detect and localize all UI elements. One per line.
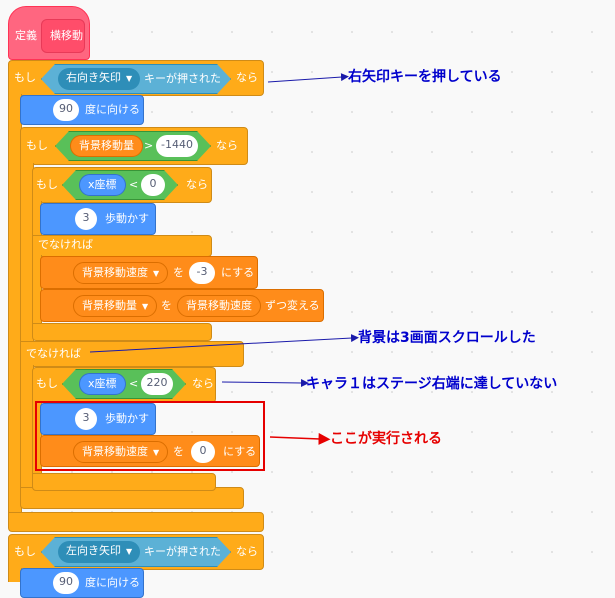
if4-nara: なら — [192, 377, 214, 390]
greater-than-condition[interactable]: 背景移動量 > -1440 — [55, 131, 211, 161]
var-reporter-bg-amount[interactable]: 背景移動量 — [70, 135, 143, 157]
key-pressed-condition[interactable]: 左向き矢印 ▼ キーが押された — [41, 537, 231, 567]
direction-input[interactable]: 90 — [53, 99, 79, 121]
lt-operator: < — [129, 178, 139, 191]
highlight-box — [35, 401, 265, 471]
if1-nara: なら — [236, 71, 258, 84]
x-limit-input[interactable]: 0 — [141, 174, 165, 196]
threshold-input[interactable]: -1440 — [156, 135, 198, 157]
set-var-name: 背景移動速度 — [82, 266, 148, 279]
if1-bottom — [8, 512, 264, 532]
else2-label: でなければ — [26, 347, 81, 360]
var-reporter-label: 背景移動量 — [79, 139, 134, 152]
lt-operator: < — [129, 377, 139, 390]
define-prototype: 横移動 — [41, 19, 85, 53]
move-label: 歩動かす — [105, 412, 149, 425]
set-var-name: 背景移動速度 — [82, 445, 148, 458]
if1-moshi: もし — [14, 71, 36, 84]
point-in-direction-block[interactable]: 90 度に向ける — [20, 95, 144, 125]
set-value-input[interactable]: -3 — [189, 262, 215, 284]
key-pressed-label: キーが押された — [144, 72, 221, 85]
if3-else-label: でなければ — [38, 238, 93, 251]
set-var-menu[interactable]: 背景移動速度 ▼ — [73, 441, 169, 463]
set-suffix: にする — [223, 445, 257, 458]
x-position-reporter[interactable]: x座標 — [79, 174, 126, 196]
annotation-executed: ここが実行される — [330, 431, 442, 447]
key-menu[interactable]: 左向き矢印 ▼ — [58, 541, 140, 563]
annotation-not-edge: キャラ１はステージ右端に達していない — [306, 376, 558, 392]
set-var-menu[interactable]: 背景移動速度 ▼ — [73, 262, 169, 284]
change-var-menu[interactable]: 背景移動量 ▼ — [73, 295, 158, 317]
define-block[interactable]: 定義 横移動 — [8, 6, 90, 60]
arrow-scrolled — [89, 334, 359, 353]
change-variable-block[interactable]: 背景移動量 ▼ を 背景移動速度 ずつ変える — [40, 289, 324, 322]
if5-nara: なら — [236, 545, 258, 558]
arrow-right-arrow — [267, 73, 349, 83]
change-suffix: ずつ変える — [265, 299, 320, 312]
point-label: 度に向ける — [85, 103, 140, 116]
change-wo: を — [161, 299, 172, 312]
key-menu[interactable]: 右向き矢印 ▼ — [58, 68, 140, 90]
if3-bottom — [32, 323, 212, 341]
if4-bottom — [32, 473, 216, 491]
key-pressed-label: キーが押された — [144, 545, 221, 558]
chevron-down-icon: ▼ — [142, 302, 149, 311]
key-menu-value: 右向き矢印 — [66, 71, 121, 84]
steps-input[interactable]: 3 — [75, 208, 97, 230]
define-name: 横移動 — [50, 29, 83, 42]
x-limit-input[interactable]: 220 — [141, 373, 173, 395]
key-pressed-condition[interactable]: 右向き矢印 ▼ キーが押された — [41, 64, 231, 94]
x-position-label: x座標 — [88, 178, 117, 191]
if4-moshi: もし — [36, 377, 58, 390]
gt-operator: > — [144, 139, 154, 152]
if3-moshi: もし — [36, 178, 58, 191]
if5-moshi: もし — [14, 545, 36, 558]
set-variable-block[interactable]: 背景移動速度 ▼ を -3 にする — [40, 256, 258, 289]
less-than-condition-0[interactable]: x座標 < 0 — [62, 170, 178, 200]
chevron-down-icon: ▼ — [153, 269, 160, 278]
key-menu-value: 左向き矢印 — [66, 544, 121, 557]
x-position-reporter[interactable]: x座標 — [79, 373, 126, 395]
move-steps-block[interactable]: 3 歩動かす — [40, 403, 156, 435]
if2-else-bar — [20, 341, 244, 367]
annotation-scrolled: 背景は3画面スクロールした — [358, 330, 536, 346]
set-variable-block[interactable]: 背景移動速度 ▼ を 0 にする — [40, 435, 260, 467]
set-suffix: にする — [221, 266, 255, 279]
if3-nara: なら — [186, 178, 208, 191]
move-steps-block[interactable]: 3 歩動かす — [40, 203, 156, 235]
arrow-not-edge — [221, 378, 309, 387]
chevron-down-icon: ▼ — [153, 448, 160, 457]
if2-moshi: もし — [26, 139, 48, 152]
define-label: 定義 — [15, 29, 37, 42]
steps-input[interactable]: 3 — [75, 408, 97, 430]
change-var-name: 背景移動量 — [82, 299, 137, 312]
change-reporter[interactable]: 背景移動速度 — [177, 295, 261, 317]
change-reporter-label: 背景移動速度 — [186, 299, 252, 312]
x-position-label: x座標 — [88, 377, 117, 390]
move-label: 歩動かす — [105, 212, 149, 225]
chevron-down-icon: ▼ — [126, 74, 133, 83]
less-than-condition-220[interactable]: x座標 < 220 — [62, 369, 186, 399]
set-wo: を — [173, 445, 184, 458]
set-wo: を — [173, 266, 184, 279]
annotation-right-arrow: 右矢印キーを押している — [348, 69, 502, 85]
chevron-down-icon: ▼ — [126, 547, 133, 556]
arrow-executed — [269, 432, 331, 445]
set-value-input[interactable]: 0 — [191, 441, 215, 463]
annotation-arrows — [89, 73, 359, 445]
if2-nara: なら — [216, 139, 238, 152]
